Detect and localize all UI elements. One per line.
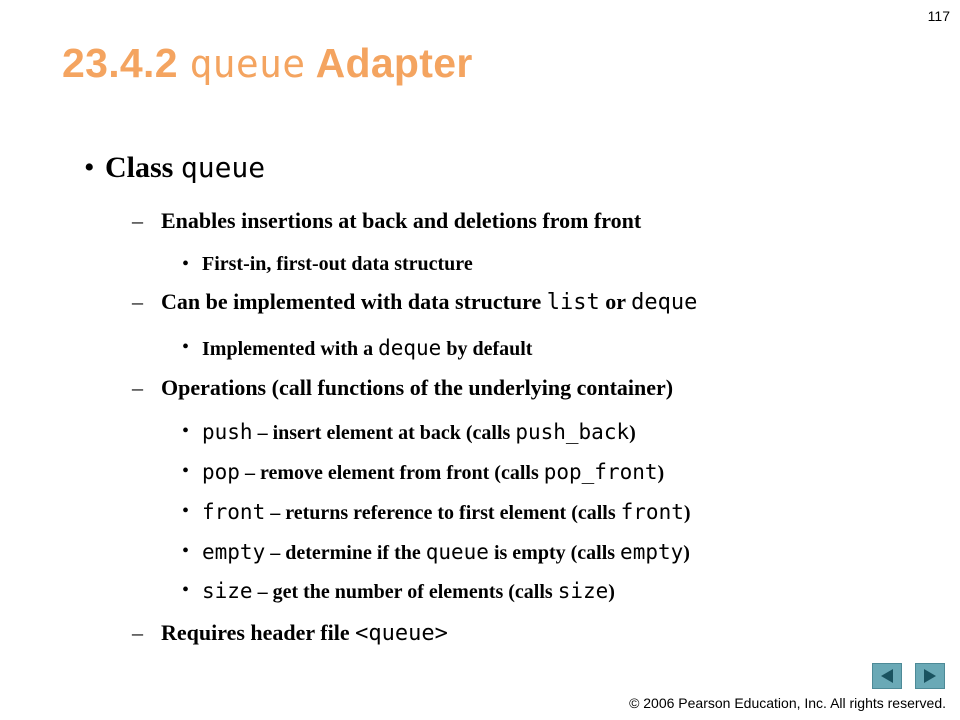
slide-title: 23.4.2 queue Adapter xyxy=(62,40,473,87)
bullet-dot: • xyxy=(182,336,190,358)
dash: – xyxy=(132,620,143,645)
dash: – xyxy=(132,375,143,400)
bullet-class-queue: Class queue xyxy=(105,151,266,184)
subbullet-operations: Operations (call functions of the underl… xyxy=(161,375,674,400)
op-push: push – insert element at back (calls pus… xyxy=(202,420,636,444)
op-front: front – returns reference to first eleme… xyxy=(202,500,691,524)
bullet-dot: • xyxy=(182,460,190,482)
bullet-dot: • xyxy=(182,253,190,275)
bullet-dot: • xyxy=(182,579,190,601)
bullet-dot: • xyxy=(182,420,190,442)
op-empty: empty – determine if the queue is empty … xyxy=(202,540,690,564)
subsub-fifo: First-in, first-out data structure xyxy=(202,253,473,275)
next-slide-button[interactable] xyxy=(915,663,945,689)
previous-slide-button[interactable] xyxy=(872,663,902,689)
subbullet-header-file: Requires header file <queue> xyxy=(161,620,448,646)
triangle-left-icon xyxy=(881,669,893,683)
subbullet-enables: Enables insertions at back and deletions… xyxy=(161,208,642,233)
op-pop: pop – remove element from front (calls p… xyxy=(202,460,665,484)
bullet-dot: • xyxy=(182,540,190,562)
title-suffix: Adapter xyxy=(315,40,473,86)
copyright-footer: © 2006 Pearson Education, Inc. All right… xyxy=(629,695,946,711)
dash: – xyxy=(132,289,143,314)
bullet-dot: • xyxy=(182,500,190,522)
subsub-deque-default: Implemented with a deque by default xyxy=(202,336,533,360)
subbullet-implemented-with: Can be implemented with data structure l… xyxy=(161,289,698,315)
triangle-right-icon xyxy=(924,669,936,683)
bullet-dot: • xyxy=(84,151,95,184)
page-number: 117 xyxy=(927,8,950,24)
dash: – xyxy=(132,208,143,233)
title-code: queue xyxy=(189,42,306,86)
title-prefix: 23.4.2 xyxy=(62,40,178,86)
op-size: size – get the number of elements (calls… xyxy=(202,579,615,603)
